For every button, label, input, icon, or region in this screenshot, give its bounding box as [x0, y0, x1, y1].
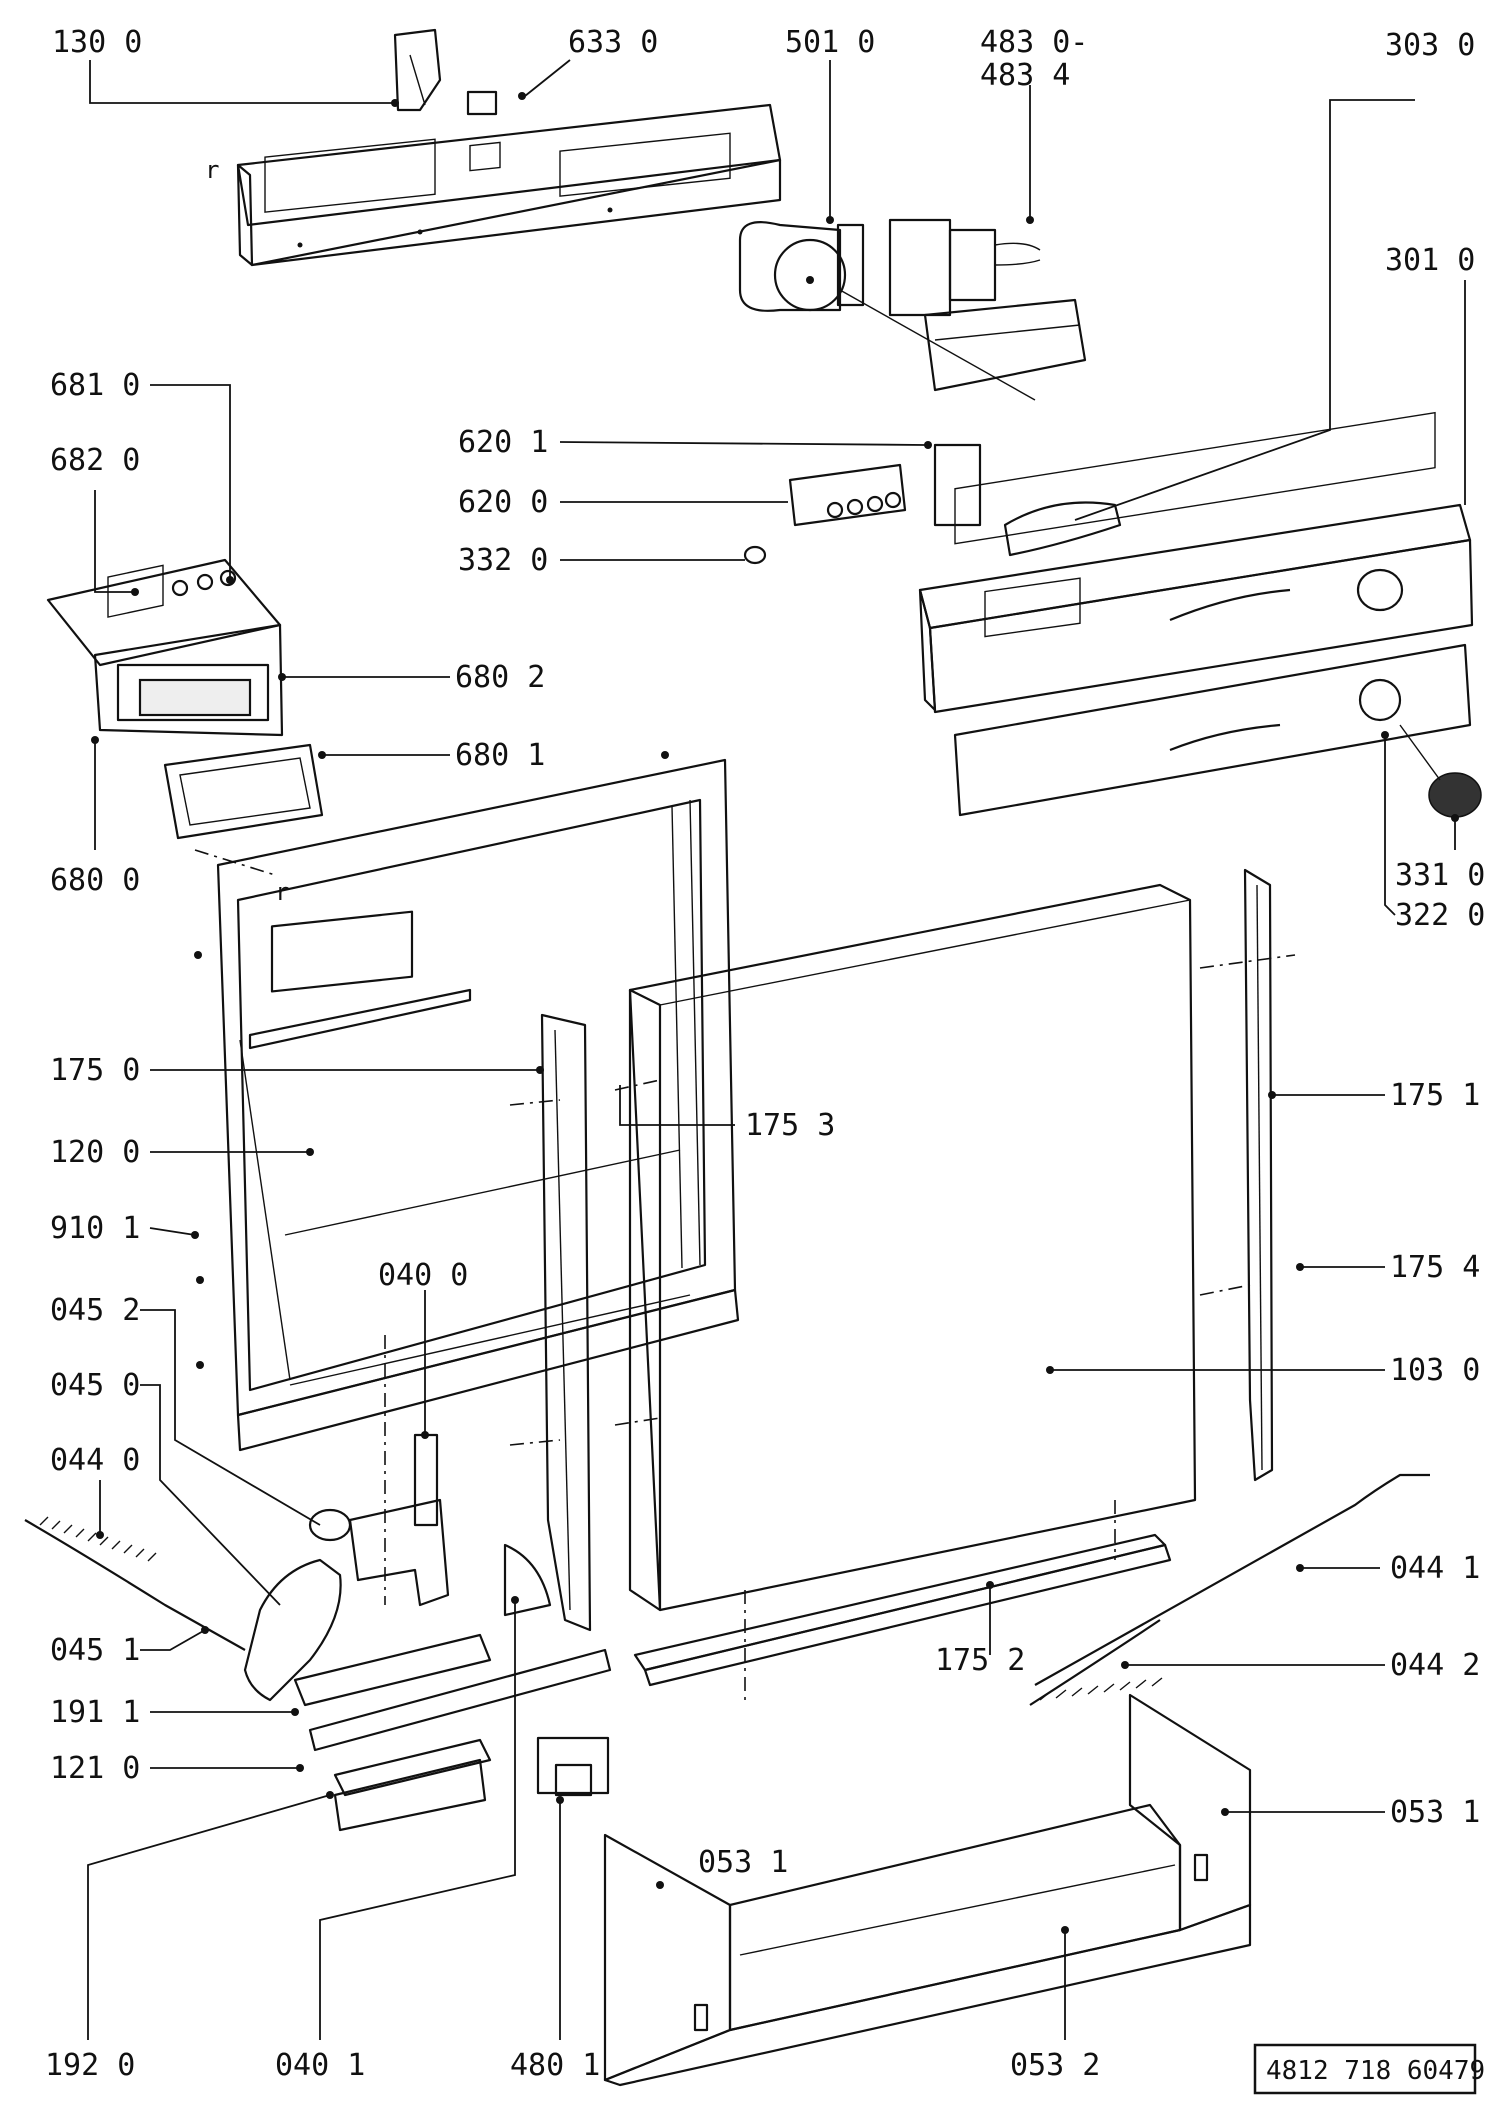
kickstrip-175-2 [633, 1533, 1172, 1687]
label-910-1: 910 1 [50, 1211, 140, 1246]
timer-bracket [923, 298, 1087, 392]
label-331-0: 331 0 [1395, 858, 1485, 893]
label-303-0: 303 0 [1385, 28, 1475, 63]
label-053-1-right: 053 1 [1390, 1795, 1480, 1830]
label-680-0: 680 0 [50, 863, 140, 898]
label-680-1: 680 1 [455, 738, 545, 773]
label-r-top: r [205, 156, 219, 184]
label-332-0: 332 0 [458, 543, 548, 578]
leader-lines [87, 59, 1466, 2040]
label-120-0: 120 0 [50, 1135, 140, 1170]
knob-331 [1399, 724, 1482, 818]
label-045-0: 045 0 [50, 1368, 140, 1403]
connector-483 [888, 218, 1041, 317]
label-483-4: 483 4 [980, 58, 1070, 93]
side-strip-175-0 [540, 1013, 592, 1632]
clip-633 [466, 90, 526, 116]
label-r-mid: r [275, 878, 289, 906]
spring-044-0 [24, 1516, 246, 1651]
label-045-2: 045 2 [50, 1293, 140, 1328]
label-053-2: 053 2 [1010, 2048, 1100, 2083]
label-620-0: 620 0 [458, 485, 548, 520]
label-175-2: 175 2 [935, 1643, 1025, 1678]
label-301-0: 301 0 [1385, 243, 1475, 278]
document-number: 4812 718 60479 [1253, 2043, 1485, 2095]
inner-door-120 [216, 758, 740, 1452]
label-680-2: 680 2 [455, 660, 545, 695]
control-panel-303 [918, 411, 1474, 714]
side-strip-175-1 [1243, 868, 1274, 1482]
label-501-0: 501 0 [785, 25, 875, 60]
label-682-0: 682 0 [50, 443, 140, 478]
spring-044-2 [1029, 1619, 1163, 1706]
label-040-0: 040 0 [378, 1258, 468, 1293]
label-044-0: 044 0 [50, 1443, 140, 1478]
cap-332 [743, 545, 767, 565]
timer-501 [738, 221, 1036, 401]
label-103-0: 103 0 [1390, 1353, 1480, 1388]
label-620-1: 620 1 [458, 425, 548, 460]
label-175-3: 175 3 [745, 1108, 835, 1143]
label-040-1: 040 1 [275, 2048, 365, 2083]
hinge-cover-040-1 [503, 1543, 552, 1617]
part-labels: 130 0 633 0 501 0 483 0- 483 4 303 0 301… [45, 25, 1485, 2083]
document-number-box [1253, 2043, 1477, 2095]
document-number-text: 4812 718 60479 [1266, 2056, 1485, 2086]
label-175-1: 175 1 [1390, 1078, 1480, 1113]
switch-block-620 [788, 463, 907, 527]
label-175-4: 175 4 [1390, 1250, 1480, 1285]
label-175-0: 175 0 [50, 1053, 140, 1088]
label-633-0: 633 0 [568, 25, 658, 60]
label-130-0: 130 0 [52, 25, 142, 60]
hinge-bracket-040-0 [348, 1433, 450, 1607]
control-panel-lower-322 [953, 577, 1472, 817]
rod-044-1 [1034, 1473, 1430, 1686]
hinge-arm-045-0 [243, 1508, 352, 1702]
plinth-053 [603, 1693, 1252, 2087]
label-322-0: 322 0 [1395, 898, 1485, 933]
label-480-1: 480 1 [510, 2048, 600, 2083]
label-044-1: 044 1 [1390, 1551, 1480, 1586]
label-192-0: 192 0 [45, 2048, 135, 2083]
label-045-1: 045 1 [50, 1633, 140, 1668]
dispenser-module-680 [46, 558, 284, 737]
outer-door-103 [628, 883, 1197, 1612]
bracket-130 [393, 28, 442, 112]
gasket-680-1 [163, 743, 324, 840]
switch-620-1 [924, 441, 982, 527]
lens-301 [1003, 501, 1122, 557]
label-121-0: 121 0 [50, 1751, 140, 1786]
leader-dots [91, 99, 1459, 1934]
control-panel-frame [236, 103, 782, 267]
label-483-0: 483 0- [980, 25, 1088, 60]
bracket-480-1 [536, 1736, 610, 1797]
label-191-1: 191 1 [50, 1695, 140, 1730]
label-044-2: 044 2 [1390, 1648, 1480, 1683]
label-053-1-left: 053 1 [698, 1845, 788, 1880]
label-681-0: 681 0 [50, 368, 140, 403]
trim-191-1 [293, 1633, 612, 1832]
